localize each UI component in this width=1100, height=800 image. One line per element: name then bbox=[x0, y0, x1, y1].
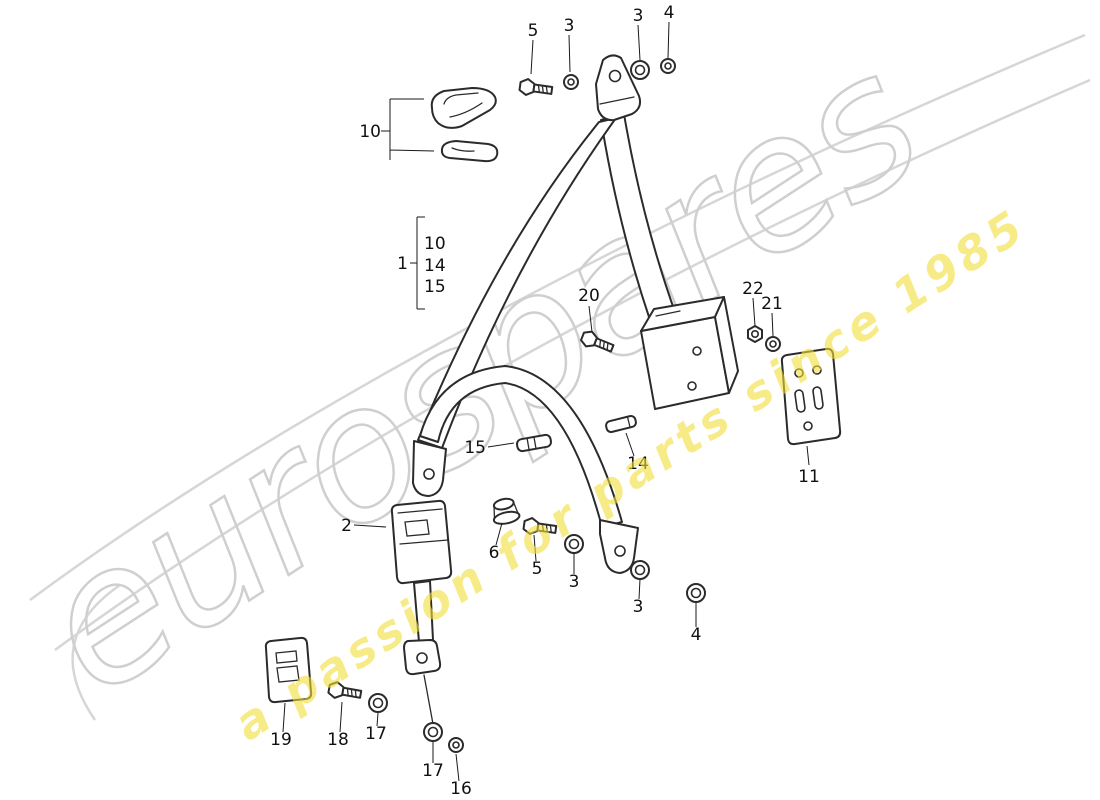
part-label: 15 bbox=[424, 277, 446, 297]
part-label: 3 bbox=[564, 16, 575, 36]
part-label: 4 bbox=[664, 3, 675, 23]
part-label: 4 bbox=[691, 625, 702, 645]
leader-lines bbox=[282, 21, 810, 782]
washer-3-top bbox=[563, 74, 579, 90]
washer-4-lower bbox=[686, 583, 706, 603]
bolt-5-top bbox=[517, 77, 554, 100]
part-label: 6 bbox=[489, 543, 500, 563]
washer-3-top2 bbox=[630, 60, 650, 80]
grommet-cap bbox=[492, 497, 521, 525]
belt-guide-cap bbox=[430, 87, 497, 129]
pin-15 bbox=[516, 433, 552, 453]
shoulder-belt bbox=[600, 113, 677, 321]
belt-retractor bbox=[640, 296, 739, 410]
part-label: 1 bbox=[397, 254, 408, 274]
part-label: 3 bbox=[633, 597, 644, 617]
part-label: 5 bbox=[532, 559, 543, 579]
washer-17b bbox=[423, 722, 443, 742]
part-label: 3 bbox=[633, 6, 644, 26]
washer-4-top bbox=[660, 58, 676, 74]
part-labels: 5 3 3 4 10 1 10 14 15 20 22 21 15 14 11 … bbox=[270, 3, 820, 799]
part-label: 2 bbox=[341, 516, 352, 536]
washer-21 bbox=[765, 336, 781, 352]
belt-guide-block bbox=[264, 636, 313, 704]
part-label: 10 bbox=[424, 234, 446, 254]
belt-buckle bbox=[390, 499, 453, 725]
part-label: 17 bbox=[365, 724, 387, 744]
part-label: 14 bbox=[424, 256, 446, 276]
washer-3-lower bbox=[564, 534, 584, 554]
part-label: 10 bbox=[359, 122, 381, 142]
nut-22 bbox=[747, 325, 763, 343]
pin-14 bbox=[605, 414, 637, 434]
watermark-swoosh bbox=[71, 583, 121, 721]
part-label: 3 bbox=[569, 572, 580, 592]
lap-belt bbox=[419, 365, 623, 528]
washer-17a bbox=[368, 693, 388, 713]
part-label: 17 bbox=[422, 761, 444, 781]
washer-16 bbox=[448, 737, 464, 753]
bolt-20 bbox=[578, 327, 617, 357]
part-label: 20 bbox=[578, 286, 600, 306]
lower-left-anchor bbox=[412, 440, 447, 497]
part-label: 5 bbox=[528, 21, 539, 41]
part-label: 16 bbox=[450, 779, 472, 799]
part-label: 14 bbox=[627, 454, 649, 474]
lower-right-anchor bbox=[599, 519, 639, 574]
part-label: 11 bbox=[798, 467, 820, 487]
bolt-18 bbox=[326, 679, 364, 704]
washer-3-lower2 bbox=[630, 560, 650, 580]
bolt-5-lower bbox=[521, 516, 558, 539]
belt-guide-hook bbox=[440, 140, 499, 163]
part-label: 15 bbox=[464, 438, 486, 458]
part-label: 19 bbox=[270, 730, 292, 750]
part-label: 21 bbox=[761, 294, 783, 314]
top-anchor-plate bbox=[595, 54, 642, 122]
part-label: 18 bbox=[327, 730, 349, 750]
part-label: 22 bbox=[742, 279, 764, 299]
mounting-bracket-plate bbox=[780, 347, 842, 446]
